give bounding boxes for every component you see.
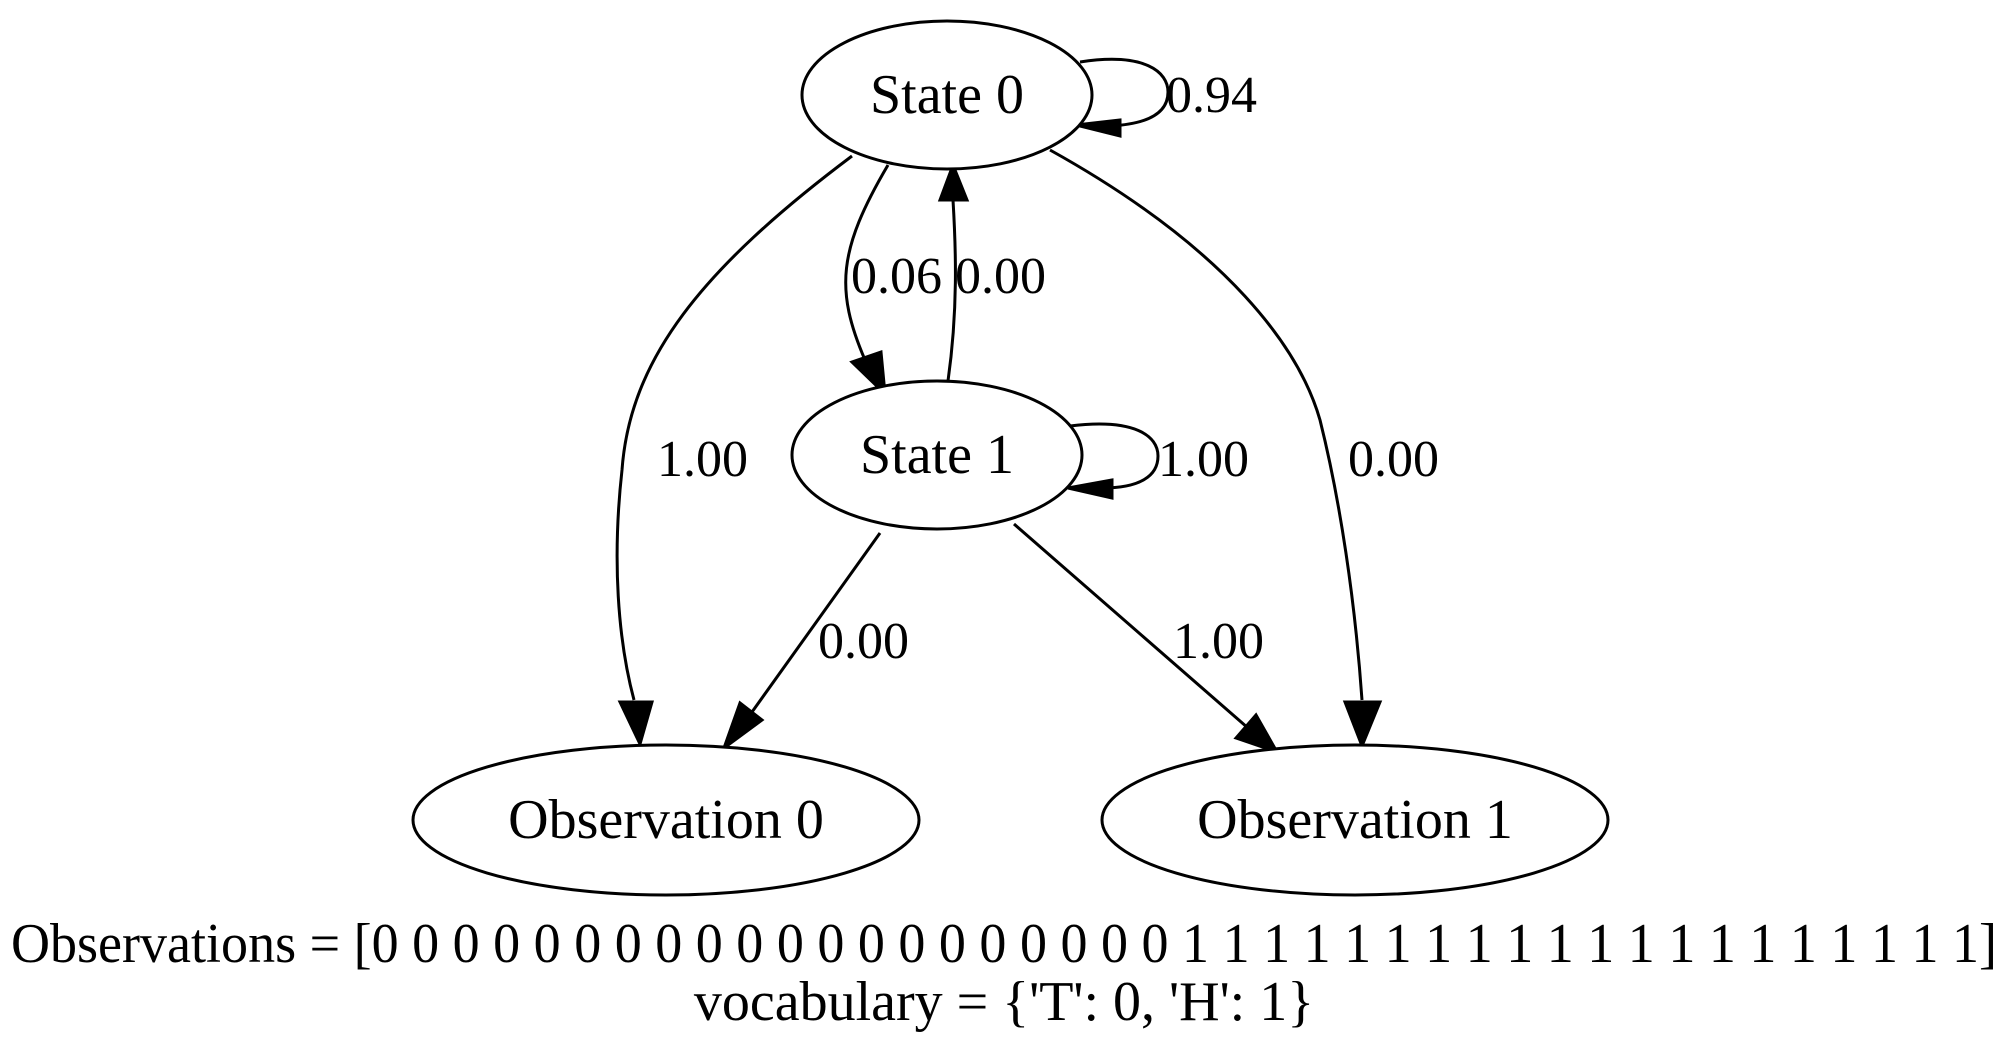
edge-label-state0-to-obs1: 0.00 [1348,431,1439,488]
node-observation-0: Observation 0 [411,743,921,897]
node-state-0: State 0 [800,19,1094,171]
edge-label-state1-self: 1.00 [1158,431,1249,488]
node-observation-0-label: Observation 0 [508,789,824,851]
observations-caption: Observations = [0 0 0 0 0 0 0 0 0 0 0 0 … [11,913,1997,975]
edge-state0-to-obs1 [1049,148,1383,751]
node-state-1: State 1 [790,379,1084,531]
edge-label-state0-to-obs0: 1.00 [657,431,748,488]
edge-state1-self [1067,422,1160,500]
edge-state0-to-state1 [844,164,890,398]
edge-label-state1-to-state0: 0.00 [955,248,1046,305]
edge-label-state0-to-state1: 0.06 [851,248,942,305]
edge-state1-to-state0 [937,160,970,382]
edge-label-state0-self: 0.94 [1166,67,1257,124]
edge-state1-to-obs1 [1013,522,1281,755]
node-observation-1: Observation 1 [1100,743,1610,897]
edge-state1-to-obs0 [720,532,882,753]
node-observation-1-label: Observation 1 [1197,789,1513,851]
node-state-0-label: State 0 [870,64,1024,126]
node-state-1-label: State 1 [860,424,1014,486]
edge-label-state1-to-obs1: 1.00 [1173,613,1264,670]
vocabulary-caption: vocabulary = {'T': 0, 'H': 1} [694,971,1314,1033]
edge-state0-to-obs0 [615,154,853,749]
edge-label-state1-to-obs0: 0.00 [818,613,909,670]
edge-state0-self [1075,57,1170,138]
